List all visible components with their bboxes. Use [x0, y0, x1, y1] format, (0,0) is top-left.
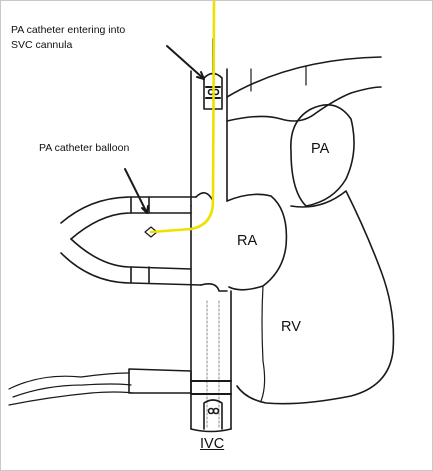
lead-connector: [129, 369, 191, 393]
arch-branch: [251, 67, 306, 91]
label-pa-catheter-entering-line2: SVC cannula: [11, 39, 72, 51]
label-chamber-pa: PA: [311, 141, 329, 157]
label-pa-catheter-entering-line1: PA catheter entering into: [11, 24, 125, 36]
lead-wires: [9, 373, 133, 405]
svc-tube-outline: [191, 39, 227, 206]
ivc-tube-outline: [191, 206, 231, 429]
venous-tube-band-2: [131, 267, 149, 283]
label-chamber-ra: RA: [237, 233, 257, 249]
ventricle-septum: [261, 286, 265, 401]
arrow-to-svc-cannula: [167, 46, 204, 79]
arrow-to-balloon: [125, 169, 147, 213]
label-chamber-rv: RV: [281, 319, 301, 335]
label-pa-catheter-entering: PA catheter entering into SVC cannula: [11, 23, 125, 53]
aortic-arch: [227, 57, 381, 121]
venous-upper-tube: [61, 197, 196, 239]
ivc-cannula-marker-b: [214, 409, 219, 414]
label-pa-catheter-balloon: PA catheter balloon: [39, 141, 129, 156]
ivc-bottom-rim: [191, 429, 231, 432]
ivc-band: [191, 381, 231, 394]
label-vessel-ivc: IVC: [200, 436, 224, 452]
heart-outline: [237, 191, 394, 404]
